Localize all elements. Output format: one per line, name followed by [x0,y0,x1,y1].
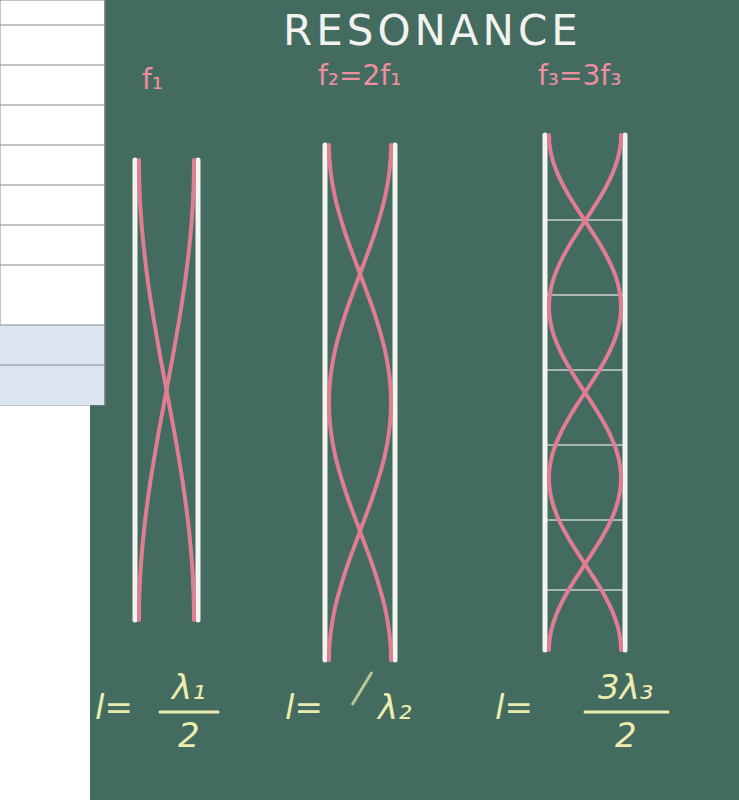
wave-curve [549,135,621,650]
tube-rungs [547,220,623,590]
fraction-denominator: 2 [615,718,637,752]
table-fragment [0,0,105,405]
frequency-label: f₁ [142,66,163,94]
wave-curve [139,160,194,620]
chalkboard [90,0,739,800]
length-formula: l= [285,690,323,724]
standing-waves [139,135,621,660]
fraction-numerator: λ₁ [172,670,206,704]
tube-walls [135,135,625,660]
length-formula: l= [495,690,533,724]
wavelength-term: λ₂ [378,690,412,724]
length-formula: l= [95,690,133,724]
chalk-scribble [352,672,372,705]
board-title: RESONANCE [283,10,582,52]
fraction-numerator: 3λ₃ [598,670,653,704]
fraction-denominator: 2 [178,718,200,752]
frequency-label: f₂=2f₁ [318,62,401,90]
fraction-bars [160,711,668,714]
wave-curve [549,135,621,650]
frequency-label: f₃=3f₃ [538,62,621,90]
wave-curve [329,145,391,660]
wave-curve [139,160,194,620]
wave-curve [329,145,391,660]
